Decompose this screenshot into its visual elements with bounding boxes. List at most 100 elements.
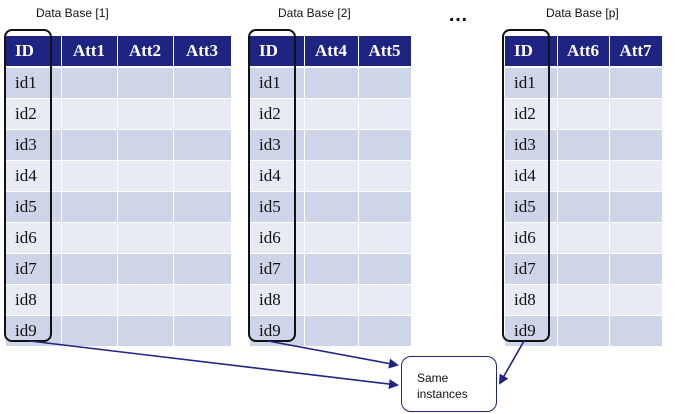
column-header: Att3 bbox=[173, 36, 232, 68]
empty-cell bbox=[61, 222, 118, 254]
id-cell: id1 bbox=[6, 67, 62, 99]
same-instances-box: Same instances bbox=[401, 356, 497, 412]
db2-title: Data Base [2] bbox=[278, 6, 351, 20]
empty-cell bbox=[117, 160, 174, 192]
table-row: id5 bbox=[250, 191, 412, 223]
arrow-db1 bbox=[29, 340, 399, 390]
empty-cell bbox=[304, 315, 359, 347]
empty-cell bbox=[304, 129, 359, 161]
same-instances-label: Same instances bbox=[417, 371, 468, 401]
empty-cell bbox=[358, 253, 412, 285]
empty-cell bbox=[117, 129, 174, 161]
empty-cell bbox=[173, 129, 232, 161]
empty-cell bbox=[117, 284, 174, 316]
empty-cell bbox=[609, 98, 663, 130]
empty-cell bbox=[304, 222, 359, 254]
empty-cell bbox=[61, 284, 118, 316]
empty-cell bbox=[557, 98, 610, 130]
arrow-db2 bbox=[267, 340, 399, 369]
column-header: Att2 bbox=[117, 36, 174, 68]
empty-cell bbox=[304, 67, 359, 99]
empty-cell bbox=[609, 284, 663, 316]
table-row: id1 bbox=[6, 67, 232, 99]
empty-cell bbox=[173, 222, 232, 254]
empty-cell bbox=[304, 253, 359, 285]
empty-cell bbox=[173, 253, 232, 285]
empty-cell bbox=[358, 284, 412, 316]
header-row: ID Att4 Att5 bbox=[250, 36, 412, 68]
table-row: id3 bbox=[6, 129, 232, 161]
empty-cell bbox=[609, 67, 663, 99]
table-row: id4 bbox=[6, 160, 232, 192]
empty-cell bbox=[173, 284, 232, 316]
empty-cell bbox=[609, 160, 663, 192]
empty-cell bbox=[557, 222, 610, 254]
empty-cell bbox=[61, 160, 118, 192]
empty-cell bbox=[358, 98, 412, 130]
id-cell: id2 bbox=[250, 98, 305, 130]
table-row: id7 bbox=[505, 253, 663, 285]
empty-cell bbox=[173, 160, 232, 192]
empty-cell bbox=[358, 315, 412, 347]
empty-cell bbox=[61, 98, 118, 130]
empty-cell bbox=[358, 191, 412, 223]
empty-cell bbox=[557, 129, 610, 161]
table-row: id7 bbox=[6, 253, 232, 285]
empty-cell bbox=[304, 284, 359, 316]
dbp-id-frame bbox=[502, 29, 550, 342]
empty-cell bbox=[61, 191, 118, 223]
empty-cell bbox=[117, 315, 174, 347]
empty-cell bbox=[609, 253, 663, 285]
ellipsis: … bbox=[448, 4, 469, 26]
empty-cell bbox=[609, 191, 663, 223]
empty-cell bbox=[609, 129, 663, 161]
id-cell: id5 bbox=[6, 191, 62, 223]
empty-cell bbox=[609, 222, 663, 254]
table-row: id2 bbox=[6, 98, 232, 130]
table-row: id2 bbox=[250, 98, 412, 130]
empty-cell bbox=[117, 191, 174, 223]
empty-cell bbox=[117, 98, 174, 130]
empty-cell bbox=[358, 160, 412, 192]
table-row: id8 bbox=[6, 284, 232, 316]
empty-cell bbox=[609, 315, 663, 347]
arrow-dbp bbox=[499, 340, 525, 385]
dbp-title: Data Base [p] bbox=[546, 6, 619, 20]
table-row: id2 bbox=[505, 98, 663, 130]
empty-cell bbox=[117, 67, 174, 99]
empty-cell bbox=[557, 67, 610, 99]
table-row: id4 bbox=[250, 160, 412, 192]
table-row: id6 bbox=[6, 222, 232, 254]
db1-id-frame bbox=[4, 29, 52, 342]
empty-cell bbox=[173, 67, 232, 99]
header-row: ID Att6 Att7 bbox=[505, 36, 663, 68]
header-row: ID Att1 Att2 Att3 bbox=[6, 36, 232, 68]
column-header: Att6 bbox=[557, 36, 610, 68]
empty-cell bbox=[557, 160, 610, 192]
empty-cell bbox=[557, 253, 610, 285]
table-row: id5 bbox=[6, 191, 232, 223]
column-header: Att1 bbox=[61, 36, 118, 68]
empty-cell bbox=[557, 315, 610, 347]
empty-cell bbox=[61, 315, 118, 347]
empty-cell bbox=[358, 222, 412, 254]
column-header: Att4 bbox=[304, 36, 359, 68]
column-header: Att7 bbox=[609, 36, 663, 68]
column-header: Att5 bbox=[358, 36, 412, 68]
empty-cell bbox=[61, 253, 118, 285]
empty-cell bbox=[173, 315, 232, 347]
empty-cell bbox=[358, 129, 412, 161]
table-row: id8 bbox=[505, 284, 663, 316]
empty-cell bbox=[61, 129, 118, 161]
empty-cell bbox=[117, 253, 174, 285]
empty-cell bbox=[304, 191, 359, 223]
empty-cell bbox=[358, 67, 412, 99]
empty-cell bbox=[61, 67, 118, 99]
empty-cell bbox=[173, 98, 232, 130]
id-cell: id4 bbox=[6, 160, 62, 192]
empty-cell bbox=[557, 191, 610, 223]
empty-cell bbox=[304, 98, 359, 130]
db1-title: Data Base [1] bbox=[36, 6, 109, 20]
